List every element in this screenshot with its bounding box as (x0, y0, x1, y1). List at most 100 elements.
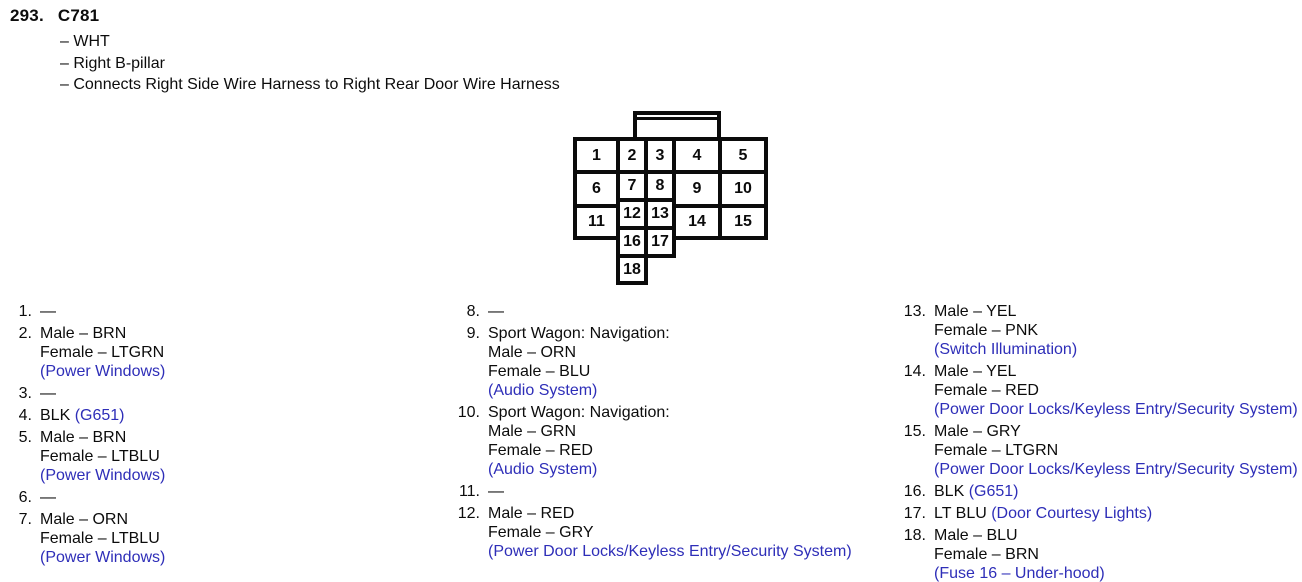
pin-item: 16. BLK (G651) (900, 482, 1300, 501)
pin-number: 6. (18, 489, 32, 506)
pin-wire-text: Male – BRN (40, 429, 127, 446)
pin-number: 13. (903, 303, 926, 320)
pin-wire-text: Female – RED (488, 442, 593, 459)
pin-line: (Audio System) (488, 381, 894, 400)
connector-pin-cell: 6 (573, 170, 620, 208)
pin-lines: Male – BLU Female – BRN(Fuse 16 – Under-h… (934, 526, 1300, 582)
pin-number: 14. (903, 363, 926, 380)
pin-lines: Male – GRY Female – LTGRN (Power Door Lock… (934, 422, 1300, 479)
pin-item: 17. LT BLU (Door Courtesy Lights) (900, 504, 1300, 523)
pin-lines: LT BLU (Door Courtesy Lights) (934, 504, 1300, 523)
pin-wire-text: Female – BRN (934, 546, 1039, 563)
connector-pin-cell: 12 (616, 198, 648, 230)
pin-wire-text: Male – ORN (40, 511, 129, 528)
pin-wire-text: Male – GRY (934, 423, 1021, 440)
pin-item: 11. — (454, 482, 894, 501)
pin-wire-text: Female – PNK (934, 322, 1039, 339)
pin-circuit-text: (Power Windows) (40, 467, 166, 484)
pin-item: 3. — (6, 384, 436, 403)
pin-wire-text: Female – LTBLU (40, 530, 160, 547)
pin-line: Male – BRN (40, 428, 436, 447)
pin-item: 1.— (6, 302, 436, 321)
pin-number: 16. (903, 483, 926, 500)
pin-wire-text: Male – GRN (488, 423, 577, 440)
pin-circuit-text: (G651) (74, 407, 125, 424)
pin-number: 10. (457, 404, 480, 421)
pin-line: Female – BLU (488, 362, 894, 381)
pin-line: Male – GRN (488, 422, 894, 441)
pin-number: 9. (466, 325, 480, 342)
pin-number: 4. (18, 407, 32, 424)
pin-wire-text: Female – LTGRN (934, 442, 1059, 459)
connector-pin-cell: 10 (718, 170, 768, 208)
pin-circuit-text: (Switch Illumination) (934, 341, 1078, 358)
pin-circuit-text: (Power Door Locks/Keyless Entry/Security… (934, 461, 1298, 478)
connector-pin-cell: 14 (672, 204, 722, 240)
pin-line: Male – RED (488, 504, 894, 523)
pin-line: Male – ORN (488, 343, 894, 362)
pin-wire-text: — (40, 385, 56, 402)
pin-wire-text: BLK (934, 483, 969, 500)
pin-line: (Fuse 16 – Under-hood) (934, 564, 1300, 582)
pin-line: Male – BLU (934, 526, 1300, 545)
pin-number: 12. (457, 505, 480, 522)
pin-circuit-text: (Power Door Locks/Keyless Entry/Security… (934, 401, 1298, 418)
pin-number: 17. (903, 505, 926, 522)
pin-lines: BLK (G651) (934, 482, 1300, 501)
connector-code: C781 (57, 6, 100, 25)
pin-line: Female – RED (934, 381, 1300, 400)
pin-line: Male – BRN (40, 324, 436, 343)
pin-line: (Power Windows) (40, 362, 436, 381)
pin-wire-text: LT BLU (934, 505, 992, 522)
pin-line: — (40, 488, 436, 507)
pin-circuit-text: (Audio System) (488, 461, 598, 478)
pin-lines: — (40, 488, 436, 507)
pin-line: Male – GRY (934, 422, 1300, 441)
pin-line: (Switch Illumination) (934, 340, 1300, 359)
pin-line: LT BLU (Door Courtesy Lights) (934, 504, 1300, 523)
connector-detail-line: – Connects Right Side Wire Harness to Ri… (60, 76, 560, 93)
pin-wire-text: Male – RED (488, 505, 575, 522)
pin-line: Sport Wagon: Navigation: (488, 324, 894, 343)
pin-circuit-text: (Power Windows) (40, 363, 166, 380)
pin-lines: — (40, 302, 436, 321)
pin-line: Male – ORN (40, 510, 436, 529)
pin-lines: — (488, 482, 894, 501)
pin-number: 3. (18, 385, 32, 402)
pin-wire-text: Female – RED (934, 382, 1039, 399)
pin-wire-text: Female – LTBLU (40, 448, 160, 465)
pin-line: (Power Door Locks/Keyless Entry/Security… (934, 460, 1300, 479)
pin-wire-text: Male – ORN (488, 344, 577, 361)
pin-number: 11. (458, 483, 480, 500)
pin-circuit-text: (Door Courtesy Lights) (991, 505, 1153, 522)
connector-pin-cell: 15 (718, 204, 768, 240)
pin-number: 2. (18, 325, 32, 342)
pin-wire-text: — (40, 489, 56, 506)
pin-line: Female – BRN (934, 545, 1300, 564)
pin-number: 15. (903, 423, 926, 440)
pin-item: 6. — (6, 488, 436, 507)
connector-detail-line: – Right B-pillar (60, 54, 165, 72)
pin-line: Female – RED (488, 441, 894, 460)
pin-number: 7. (18, 511, 32, 528)
pin-number: 5. (18, 429, 32, 446)
pin-line: Female – LTBLU (40, 529, 436, 548)
pin-circuit-text: (Power Door Locks/Keyless Entry/Security… (488, 543, 852, 560)
pin-lines: — (40, 384, 436, 403)
pin-wire-text: Male – BRN (40, 325, 127, 342)
pin-number: 8. (466, 303, 480, 320)
pin-item: 8.— (454, 302, 894, 321)
pin-wire-text: Male – BLU (934, 527, 1018, 544)
pin-line: Female – PNK (934, 321, 1300, 340)
